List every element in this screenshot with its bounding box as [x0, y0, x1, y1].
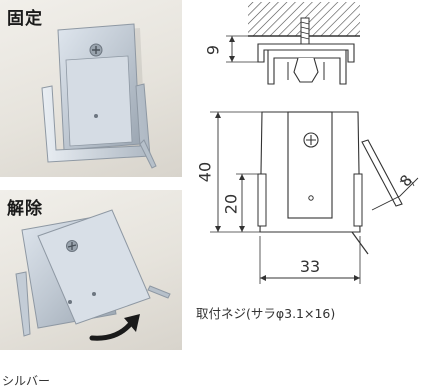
bracket-release-illustration	[15, 209, 171, 341]
dim-inner-label: 20	[222, 194, 241, 214]
dim-height-label: 40	[196, 162, 215, 182]
photo-fixed-state: 固定	[0, 0, 182, 177]
bracket-front-plate	[287, 111, 333, 219]
photo-release-state: 解除	[0, 190, 182, 350]
photo-label-fixed: 固定	[7, 9, 43, 29]
color-name-label: シルバー	[2, 374, 51, 388]
dim-side-label: 8	[396, 171, 416, 190]
bracket-fixed-illustration	[41, 23, 157, 169]
rotate-arrow-icon	[89, 319, 135, 341]
dim-width-label: 33	[300, 257, 320, 276]
photo-label-release: 解除	[7, 199, 43, 219]
dimension-drawing: 9 8 40 20 33	[196, 2, 419, 284]
dim-depth-label: 9	[204, 45, 223, 55]
mounting-screw-note: 取付ネジ(サラφ3.1×16)	[196, 306, 336, 321]
